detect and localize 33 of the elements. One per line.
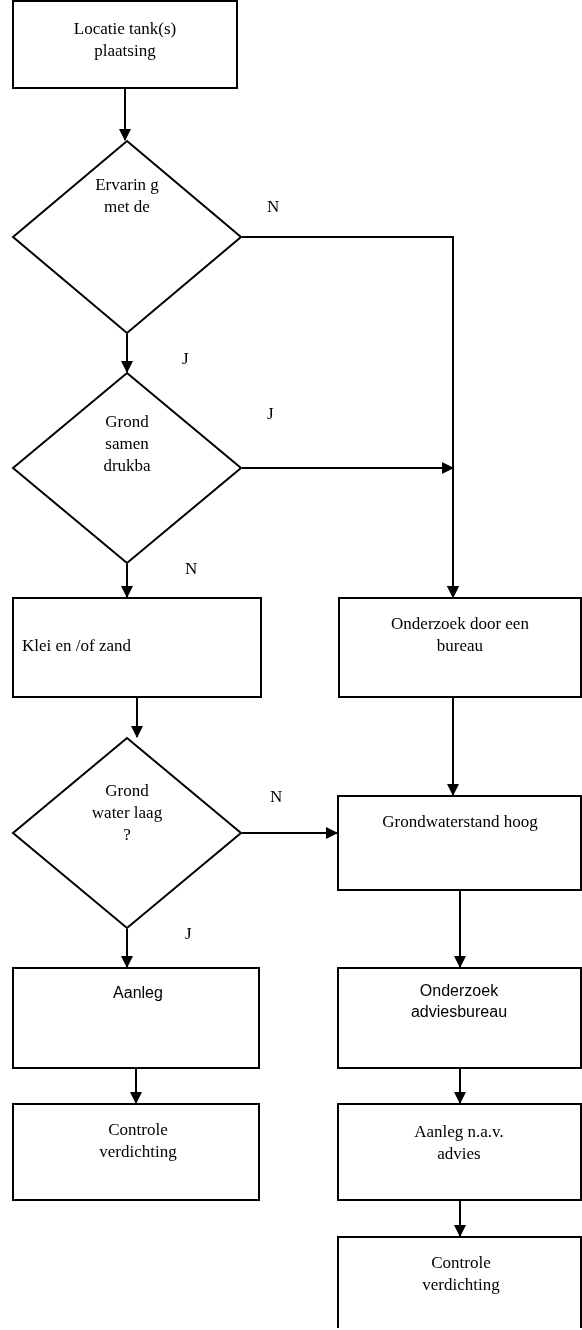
step-text: Aanleg [112,983,164,1003]
step-text: Onderzoek door een bureau [390,613,530,658]
arrow [241,462,459,598]
arrow [241,827,338,839]
step-text: Controle verdichting [98,1119,178,1164]
arrow [454,1068,466,1104]
process-box [337,795,582,891]
step-text: Grondwaterstand hoog [381,811,539,833]
arrow [130,1068,142,1104]
process-box [12,597,262,698]
arrow [447,697,459,796]
arrow [454,1200,466,1237]
process-box [12,1103,260,1201]
arrow [121,563,133,598]
step-text: Locatie tank(s) plaatsing [72,18,178,63]
decision-text: Ervarin g met de [94,174,160,219]
process-box [337,1236,582,1328]
step-text: Onderzoek adviesbureau [409,981,509,1022]
step-text: Controle verdichting [421,1252,501,1297]
decision-text: Grond samen drukba [102,411,152,478]
step-text: Klei en /of zand [22,635,133,657]
arrow [131,697,143,738]
arrow [121,333,133,373]
arrow [121,928,133,968]
process-box [337,967,582,1069]
step-text: Aanleg n.a.v. advies [413,1121,505,1166]
process-box [337,1103,582,1201]
process-box [12,0,238,89]
decision-text: Grond water laag ? [90,780,164,847]
process-box [12,967,260,1069]
process-box [338,597,582,698]
arrow [119,88,131,141]
arrow [454,890,466,968]
